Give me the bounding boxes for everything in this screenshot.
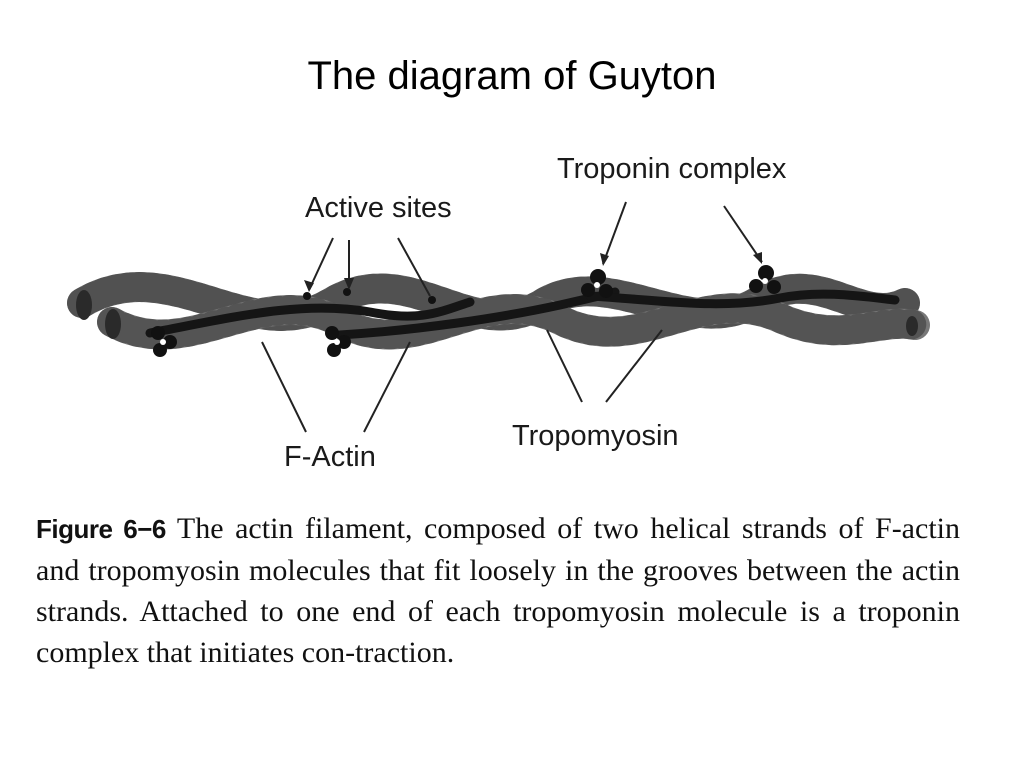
actin-filament-diagram: Active sites Troponin complex F-Actin Tr… — [67, 153, 930, 473]
tropomyosin-molecule — [145, 297, 475, 338]
leader-tropomyosin-1 — [546, 329, 583, 403]
troponin-complex-bottom-1 — [151, 326, 177, 357]
leader-troponin-1 — [602, 201, 627, 265]
label-troponin-complex: Troponin complex — [557, 153, 787, 185]
strand-end-right — [906, 316, 918, 336]
figure-caption: Figure 6−6 The actin filament, composed … — [36, 508, 960, 673]
leader-troponin-2 — [723, 205, 763, 263]
leader-tropomyosin-2 — [605, 329, 663, 403]
slide-title: The diagram of Guyton — [307, 54, 717, 98]
strand-end-left-back — [76, 290, 92, 320]
leader-f-actin-1 — [261, 341, 307, 433]
tropomyosin-molecule — [585, 289, 900, 309]
leader-active-site-1 — [308, 237, 334, 291]
label-active-sites: Active sites — [305, 192, 452, 224]
active-sites-markers — [303, 288, 436, 304]
figure-label: Figure 6−6 — [36, 514, 166, 544]
leader-lines — [261, 201, 763, 433]
troponin-complex-top-1 — [581, 269, 613, 298]
troponin-complex-bottom-2 — [325, 326, 351, 357]
troponin-complex-top-2 — [749, 265, 781, 294]
figure-caption-text: The actin filament, composed of two heli… — [36, 512, 960, 669]
leader-f-actin-2 — [363, 341, 411, 433]
leader-active-site-3 — [397, 237, 431, 297]
strand-end-left-front — [105, 309, 121, 339]
label-tropomyosin: Tropomyosin — [512, 420, 679, 452]
label-f-actin: F-Actin — [284, 441, 376, 473]
tropomyosin-molecules — [145, 287, 900, 340]
arrowheads — [304, 252, 762, 292]
